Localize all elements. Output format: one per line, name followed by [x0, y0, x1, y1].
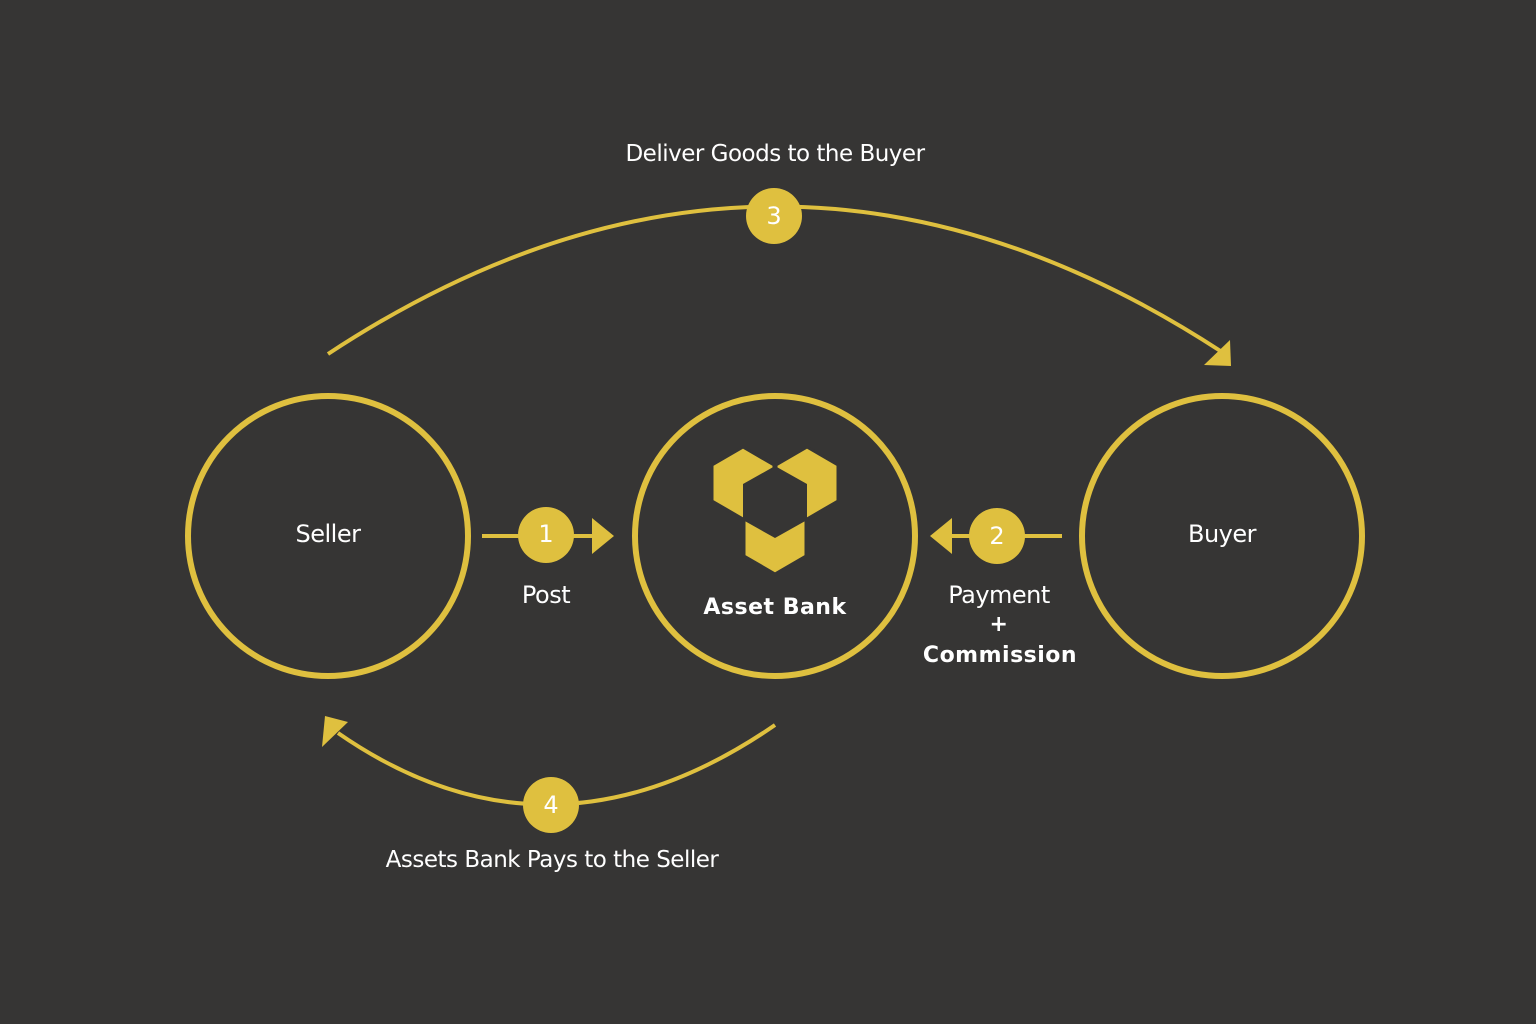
asset-bank-label: Asset Bank: [703, 595, 847, 620]
asset-bank-node: [632, 393, 918, 679]
buyer-node: [1079, 393, 1365, 679]
hexagon-cluster-icon: [710, 445, 840, 576]
step-label-post: Post: [521, 581, 571, 609]
step-badge-1: [518, 507, 574, 563]
step-badge-2: [969, 508, 1025, 564]
step-badge-4: [523, 777, 579, 833]
arrowhead-pays: [322, 716, 348, 747]
step-label-deliver: Deliver Goods to the Buyer: [625, 141, 925, 167]
buyer-label: Buyer: [1187, 520, 1257, 548]
arrowhead-deliver: [1204, 340, 1231, 366]
step-number-1: 1: [538, 520, 554, 548]
seller-label: Seller: [295, 520, 361, 548]
step-number-4: 4: [543, 791, 559, 819]
arrowhead-post: [592, 518, 614, 554]
step-label-commission: Commission: [922, 643, 1078, 668]
step-label-pays: Assets Bank Pays to the Seller: [385, 847, 719, 873]
arrowhead-payment: [930, 518, 952, 554]
step-label-payment: Payment: [948, 581, 1050, 609]
step-badge-3: [746, 188, 802, 244]
seller-node: [185, 393, 471, 679]
step-label-plus: +: [989, 612, 1009, 637]
step-number-2: 2: [989, 522, 1005, 550]
step-number-3: 3: [766, 202, 782, 230]
